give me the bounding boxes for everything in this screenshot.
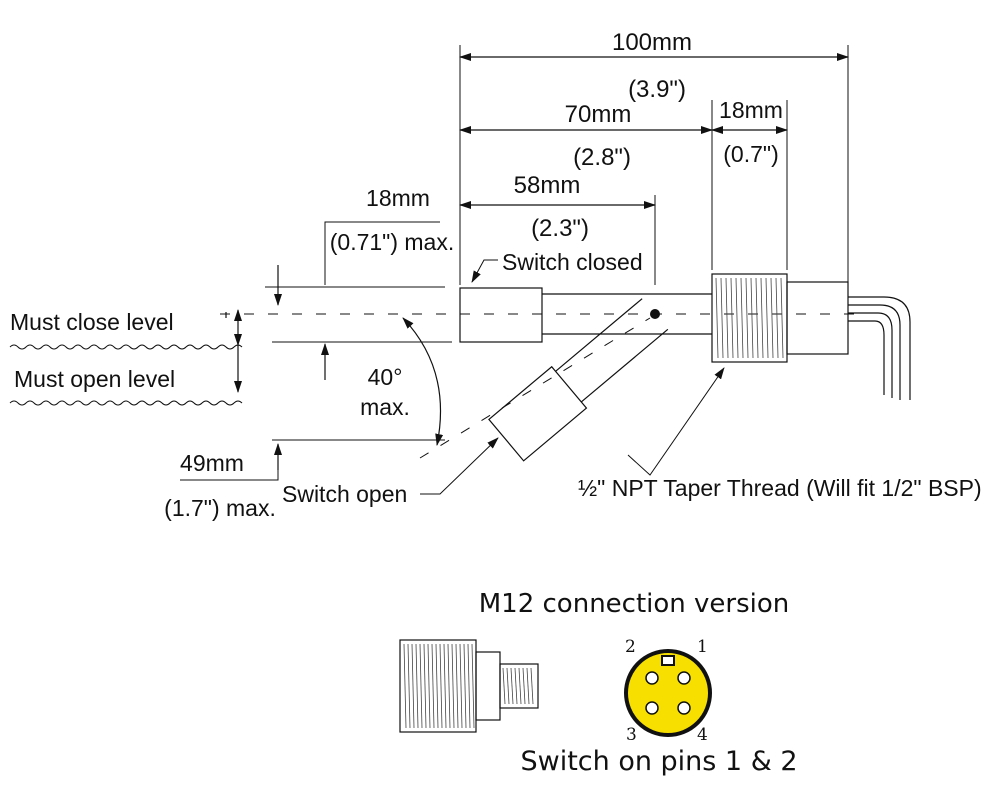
m12-thread-lines bbox=[403, 643, 475, 729]
m12-key-notch bbox=[661, 655, 675, 666]
m12-pin-1 bbox=[677, 671, 691, 685]
m12-caption: Switch on pins 1 & 2 bbox=[520, 746, 797, 777]
m12-collar bbox=[475, 651, 501, 721]
dimension-inch-49mm: (1.7") max. bbox=[164, 495, 276, 521]
leader-18mm-closed bbox=[324, 221, 440, 285]
dimension-inch-18mm-thread: (0.7") bbox=[723, 141, 778, 167]
thread-note-pointer bbox=[627, 367, 725, 476]
wire-2 bbox=[848, 312, 893, 398]
dimension-label-18mm-thread: 18mm bbox=[719, 97, 783, 123]
wire-1 bbox=[848, 304, 901, 400]
m12-pin-label-1: 1 bbox=[697, 637, 708, 657]
dimension-inch-100mm: (3.9") bbox=[628, 76, 686, 103]
switch-open-label: Switch open bbox=[282, 481, 407, 507]
leader-49mm bbox=[180, 465, 279, 481]
thread-note-label: ½" NPT Taper Thread (Will fit 1/2" BSP) bbox=[578, 475, 982, 501]
dimension-label-58mm: 58mm bbox=[514, 172, 581, 199]
thread-lines bbox=[715, 277, 784, 359]
switch-closed-pointer bbox=[471, 259, 498, 283]
float-open bbox=[488, 298, 669, 462]
must-close-level-wave bbox=[9, 344, 243, 350]
m12-pin-label-3: 3 bbox=[626, 725, 637, 745]
rear-housing bbox=[786, 281, 849, 355]
must-close-level-label: Must close level bbox=[10, 309, 174, 335]
dimension-label-70mm: 70mm bbox=[565, 101, 632, 128]
angle-label-max: max. bbox=[360, 394, 410, 420]
m12-pin-3 bbox=[645, 701, 659, 715]
dimension-label-18mm-closed: 18mm bbox=[366, 185, 430, 211]
m12-connector-face bbox=[624, 649, 712, 737]
must-open-level-wave bbox=[9, 400, 243, 406]
must-open-level-label: Must open level bbox=[14, 366, 175, 392]
m12-title: M12 connection version bbox=[479, 589, 790, 619]
m12-pin-label-2: 2 bbox=[625, 637, 636, 657]
dimension-inch-18mm-closed: (0.71") max. bbox=[330, 229, 454, 255]
wire-4 bbox=[848, 296, 911, 400]
m12-plug bbox=[499, 663, 539, 709]
thread-block bbox=[711, 273, 788, 363]
float-closed bbox=[459, 287, 543, 343]
pivot-point bbox=[650, 309, 660, 319]
angle-arc-40 bbox=[402, 317, 444, 446]
angle-label-40: 40° bbox=[368, 364, 403, 390]
dimension-inch-70mm: (2.8") bbox=[573, 144, 631, 171]
dimension-label-49mm: 49mm bbox=[180, 450, 244, 476]
m12-pin-label-4: 4 bbox=[697, 725, 708, 745]
switch-open-pointer bbox=[420, 437, 499, 495]
m12-plug-lines bbox=[502, 667, 534, 705]
dimension-inch-58mm: (2.3") bbox=[531, 215, 589, 242]
switch-closed-label: Switch closed bbox=[502, 249, 643, 275]
float-open-centerline bbox=[419, 317, 651, 459]
m12-pin-2 bbox=[645, 671, 659, 685]
wire-3 bbox=[848, 320, 885, 395]
dimension-label-100mm: 100mm bbox=[612, 29, 692, 56]
m12-pin-4 bbox=[677, 701, 691, 715]
